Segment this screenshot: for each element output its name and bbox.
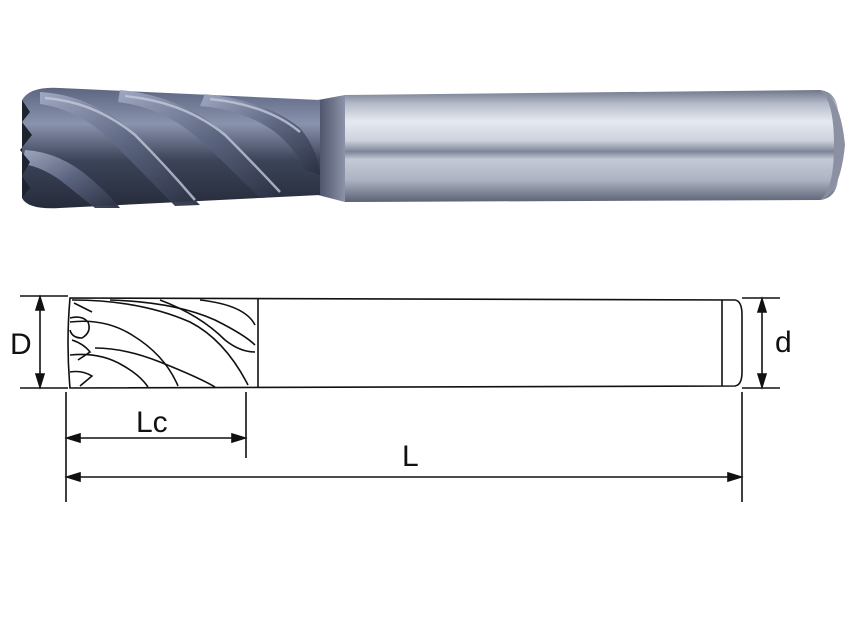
label-Lc: Lc	[136, 406, 168, 439]
dimension-D	[20, 294, 68, 390]
tool-outline	[67, 297, 743, 389]
shank-end-chamfer	[820, 90, 845, 200]
neck-transition	[318, 95, 345, 202]
label-d: d	[775, 326, 792, 359]
end-teeth	[20, 100, 32, 198]
helix-lands	[22, 90, 320, 208]
technical-drawing	[20, 294, 780, 502]
label-D: D	[10, 328, 32, 361]
dimension-L	[64, 392, 744, 502]
end-mill-photo	[20, 87, 845, 209]
tip-details	[69, 302, 94, 387]
label-L: L	[402, 440, 419, 473]
dimension-Lc	[64, 392, 248, 502]
dimension-d	[742, 296, 780, 390]
flute-highlights	[44, 94, 301, 201]
helix-curves	[69, 299, 256, 388]
shank-body	[345, 90, 838, 202]
